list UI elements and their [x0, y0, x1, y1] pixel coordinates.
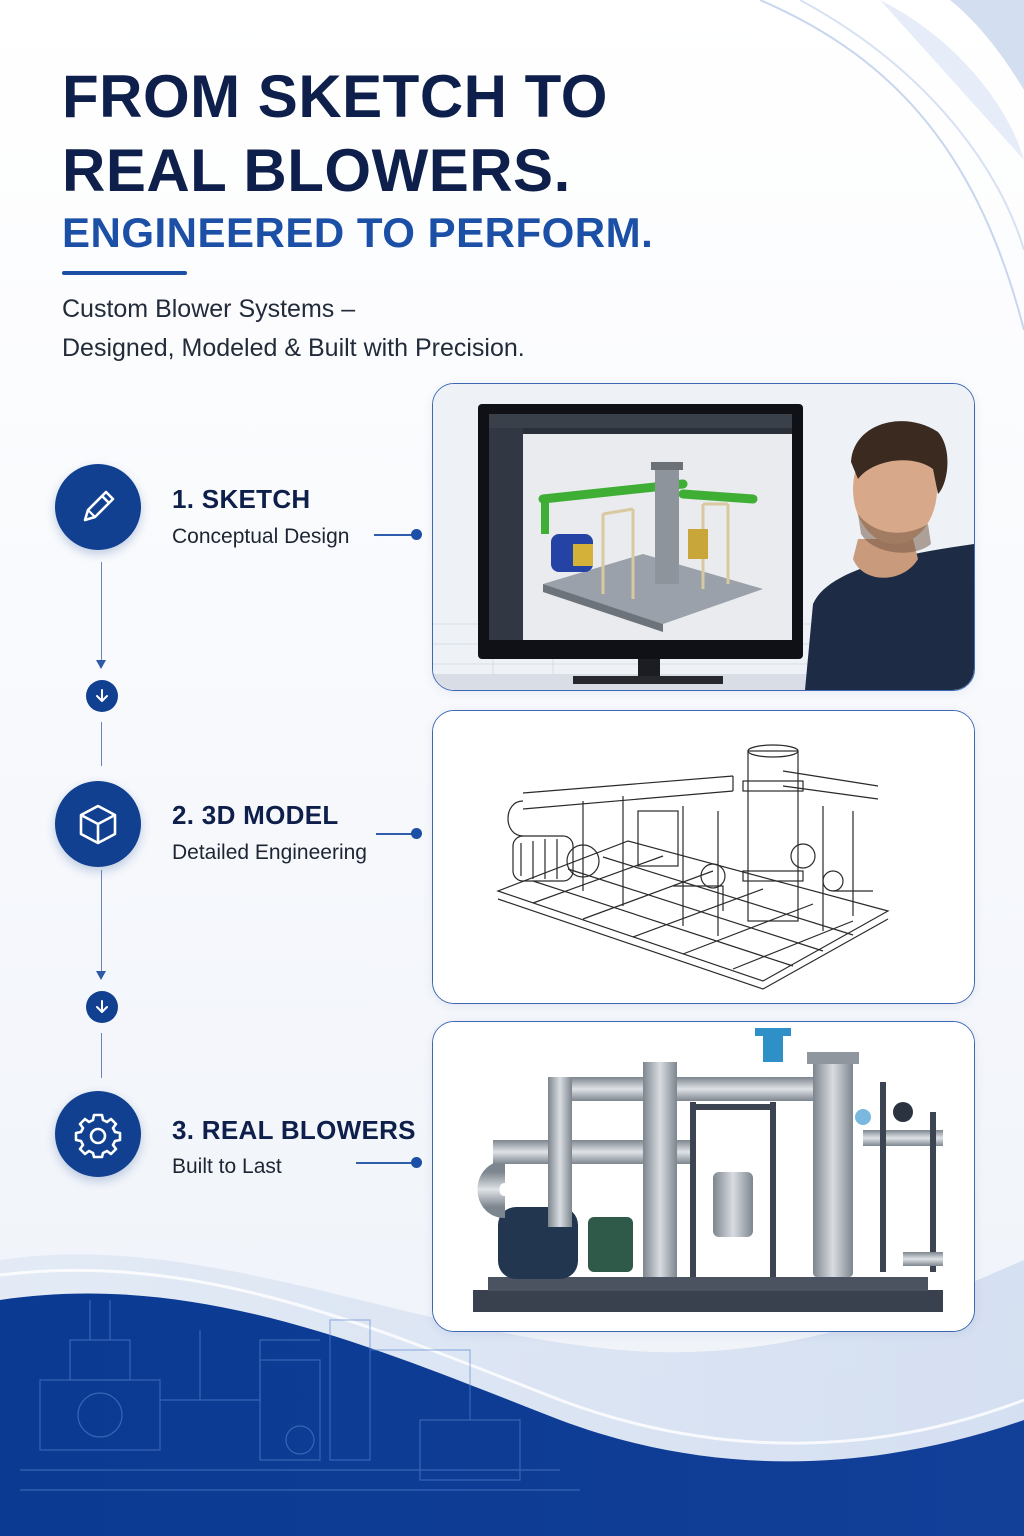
step-2-description: Detailed Engineering [172, 841, 367, 864]
flow-line [101, 870, 102, 974]
step-1-badge [55, 464, 141, 550]
real-blowers-card [432, 1021, 975, 1332]
step-1-connector [374, 534, 414, 536]
pencil-icon [83, 490, 115, 522]
headline-line-1: FROM SKETCH TO [62, 63, 608, 130]
cube-icon [79, 804, 117, 845]
blower-skid-illustration [433, 1022, 974, 1331]
gear-icon [74, 1113, 122, 1159]
step-2-connector [376, 833, 414, 835]
wireframe-model-illustration [433, 711, 974, 1003]
engineer-cad-illustration [433, 384, 974, 690]
step-3-title: 3. REAL BLOWERS [172, 1115, 416, 1145]
step-1-description: Conceptual Design [172, 525, 350, 548]
step-2-connector-dot [411, 828, 422, 839]
subheading-line-1: Custom Blower Systems – [62, 295, 356, 323]
subheading-line-2: Designed, Modeled & Built with Precision… [62, 334, 525, 362]
3d-model-card [432, 710, 975, 1004]
down-arrow-icon [86, 680, 118, 712]
headline-underline [62, 271, 187, 275]
sketch-photo-card [432, 383, 975, 691]
headline-line-2: REAL BLOWERS. [62, 137, 571, 204]
step-1-title: 1. SKETCH [172, 484, 311, 514]
flow-line [101, 1033, 102, 1078]
flow-line [101, 562, 102, 662]
step-3-connector [356, 1162, 414, 1164]
flow-line [101, 722, 102, 766]
headline-tagline: ENGINEERED TO PERFORM. [62, 209, 654, 256]
step-1-connector-dot [411, 529, 422, 540]
step-3-connector-dot [411, 1157, 422, 1168]
step-2-badge [55, 781, 141, 867]
step-2-title: 2. 3D MODEL [172, 800, 339, 830]
step-3-badge [55, 1091, 141, 1177]
down-arrow-icon [86, 991, 118, 1023]
step-3-description: Built to Last [172, 1155, 282, 1178]
flow-arrow-head [96, 660, 106, 669]
flow-arrow-head [96, 971, 106, 980]
